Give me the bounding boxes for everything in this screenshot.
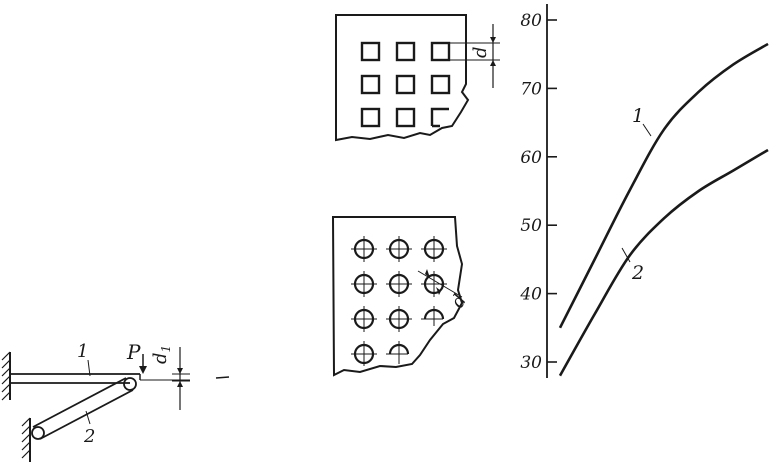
y-tick-label: 50 (520, 216, 542, 236)
y-tick-label: 40 (519, 285, 542, 305)
curve-1-label: 1 (632, 105, 644, 127)
bracket-sketch: 1 2 P d1 (1, 340, 230, 462)
round-hole-dimension (417, 269, 463, 298)
lower-pin-joint (31, 426, 45, 440)
y-tick-label: 70 (520, 79, 542, 99)
round-hole-plate: d (331, 216, 471, 377)
square-hole-dimension (449, 24, 500, 88)
stray-mark (215, 376, 230, 379)
curve-1 (558, 42, 769, 329)
deflection-label: d1 (150, 345, 173, 364)
member-1-beam (10, 373, 190, 384)
curve-2-label-leader (621, 247, 631, 263)
curve-2 (558, 148, 769, 377)
member-1-label: 1 (77, 341, 88, 362)
upper-pin-joint (123, 377, 137, 391)
y-tick-label: 80 (520, 11, 542, 31)
y-tick-label: 30 (520, 353, 542, 373)
curve-2-label: 2 (631, 262, 644, 284)
square-hole-dimension-label: d (470, 46, 491, 58)
square-hole-plate: d (335, 14, 500, 142)
member-2-strut (31, 377, 137, 440)
y-tick-label: 60 (520, 148, 542, 168)
deflection-dimension (172, 347, 190, 410)
chart: 30 40 50 60 70 80 1 2 (519, 4, 769, 378)
upper-wall-support (1, 351, 11, 401)
load-arrow (139, 354, 147, 374)
curve-1-label-leader (642, 123, 652, 137)
lower-wall-support (21, 417, 31, 462)
load-label: P (126, 340, 141, 364)
member-2-label: 2 (83, 426, 95, 447)
